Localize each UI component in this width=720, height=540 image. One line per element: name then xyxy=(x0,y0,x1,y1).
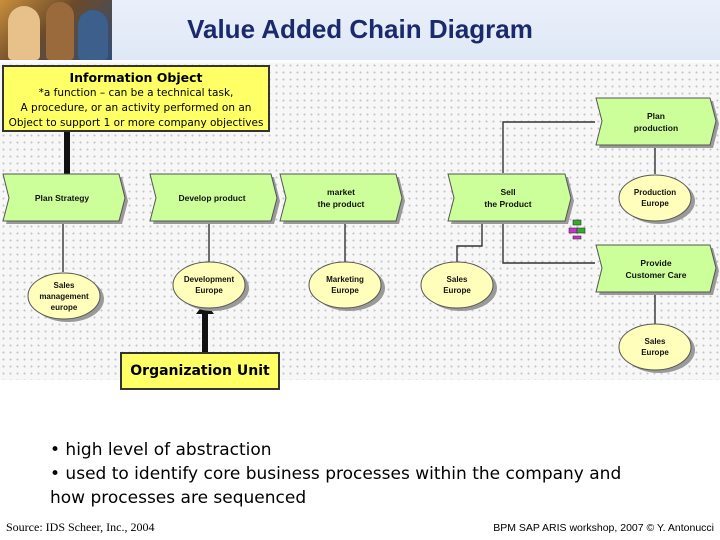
function-label: Develop product xyxy=(178,193,245,203)
org-unit-label: europe xyxy=(51,303,78,312)
org-unit-label: Sales xyxy=(54,281,75,290)
function-provide-customer-care xyxy=(595,244,717,293)
header-band xyxy=(0,0,720,60)
bullet-list: • high level of abstraction • used to id… xyxy=(50,438,710,510)
function-label: Customer Care xyxy=(626,270,687,280)
function-label: market xyxy=(327,187,355,197)
callout-line: A procedure, or an activity performed on… xyxy=(20,102,252,114)
org-unit-label: Production xyxy=(634,188,676,197)
orgunit-marketing-europe xyxy=(308,261,382,309)
connector xyxy=(456,222,483,262)
function-label: the Product xyxy=(484,199,531,209)
function-label: Sell xyxy=(500,187,515,197)
header-photo xyxy=(0,0,112,60)
orgunit-sales-europe-2 xyxy=(618,323,692,371)
function-plan-production xyxy=(595,97,717,146)
orgunit-sales-europe-1 xyxy=(420,261,494,309)
org-unit-label: Sales xyxy=(447,275,468,284)
org-unit-label: Europe xyxy=(641,199,669,208)
callout-line: Object to support 1 or more company obje… xyxy=(8,117,264,129)
function-market-product xyxy=(279,173,403,222)
org-unit-label: Europe xyxy=(331,286,359,295)
function-label: production xyxy=(634,123,678,133)
callout-title: Information Object xyxy=(69,70,203,85)
slide-title: Value Added Chain Diagram xyxy=(187,14,533,44)
information-object-callout: Information Object *a function – can be … xyxy=(2,65,270,132)
value-chain-diagram: Plan Strategy Develop product market the… xyxy=(2,97,719,373)
function-develop-product xyxy=(149,173,278,222)
bullet-item: how processes are sequenced xyxy=(50,488,307,508)
connector xyxy=(502,222,595,264)
bullet-item: • high level of abstraction xyxy=(50,440,272,460)
source-citation: Source: IDS Scheer, Inc., 2004 xyxy=(6,520,155,534)
org-unit-label: Sales xyxy=(645,337,666,346)
function-shapes xyxy=(2,97,717,293)
organization-unit-callout: Organization Unit xyxy=(120,352,280,390)
org-unit-label: Europe xyxy=(195,286,223,295)
footer-credit: BPM SAP ARIS workshop, 2007 © Y. Antonuc… xyxy=(493,522,714,534)
org-unit-label: management xyxy=(39,292,89,301)
connectors xyxy=(62,121,656,325)
photo-person xyxy=(78,10,108,60)
function-label: Plan xyxy=(647,111,665,121)
connector xyxy=(502,121,595,173)
org-unit-label: Europe xyxy=(641,348,669,357)
orgunit-production-europe xyxy=(618,174,692,222)
orgunit-sales-management-europe xyxy=(27,272,101,320)
function-label: Provide xyxy=(640,258,671,268)
model-icon xyxy=(568,219,586,240)
org-unit-label: Development xyxy=(184,275,235,284)
function-label: the product xyxy=(318,199,365,209)
orgunit-development-europe xyxy=(172,261,246,309)
callout-line: *a function – can be a technical task, xyxy=(38,87,234,99)
org-unit-shapes xyxy=(27,174,692,371)
bullet-item: • used to identify core business process… xyxy=(50,464,622,484)
photo-person xyxy=(8,6,40,60)
org-unit-label: Marketing xyxy=(326,275,364,284)
function-plan-strategy xyxy=(2,173,126,222)
photo-person xyxy=(46,2,74,60)
function-label: Plan Strategy xyxy=(35,193,90,203)
org-unit-label: Europe xyxy=(443,286,471,295)
function-sell-product xyxy=(447,173,572,222)
